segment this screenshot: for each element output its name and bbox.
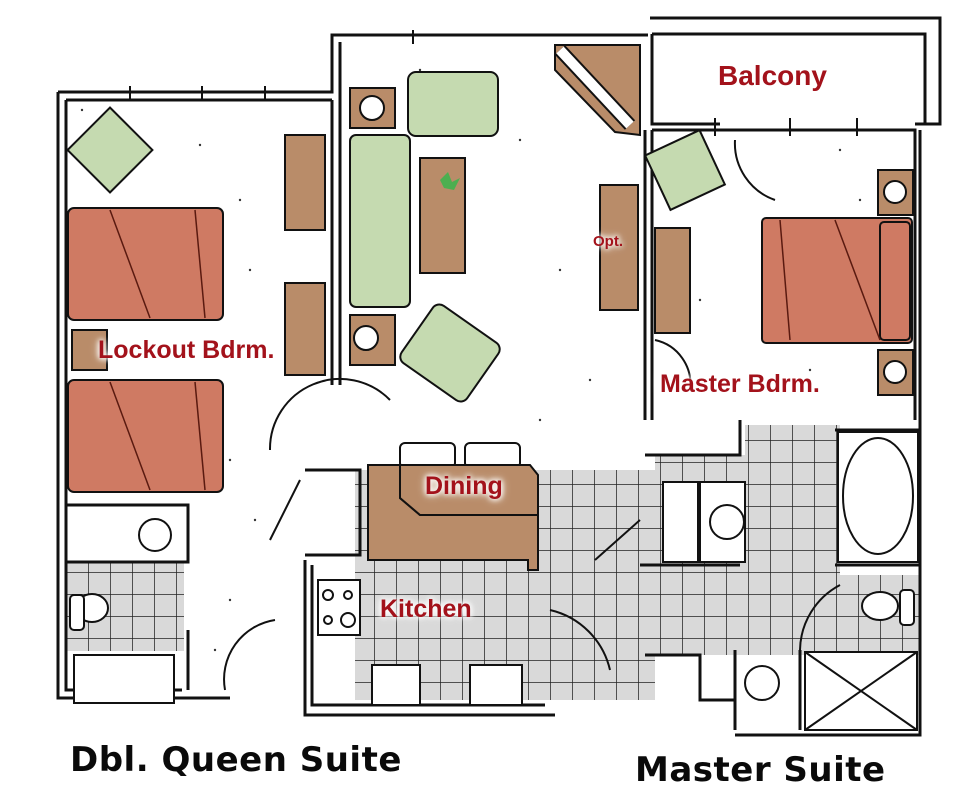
door-swings xyxy=(223,139,841,691)
living-furniture xyxy=(349,44,641,403)
lockout-bedroom-furniture xyxy=(66,106,326,493)
room-label-kitchen: Kitchen xyxy=(380,595,472,623)
master-bedroom-furniture xyxy=(643,128,914,396)
room-label-master-bedroom: Master Bdrm. xyxy=(660,370,820,398)
lockout-bath-fixtures xyxy=(69,518,175,704)
suite-title-master: Master Suite xyxy=(635,750,886,790)
optional-note-label: Opt. xyxy=(593,233,623,250)
room-label-balcony: Balcony xyxy=(718,60,827,91)
suite-title-double-queen: Dbl. Queen Suite xyxy=(70,740,402,780)
walls xyxy=(56,16,942,737)
kitchen-fixtures xyxy=(317,579,523,706)
room-label-lockout-bedroom: Lockout Bdrm. xyxy=(98,336,275,364)
window-marks xyxy=(129,30,858,136)
master-bath-fixtures xyxy=(662,431,919,731)
dining-furniture xyxy=(367,442,539,571)
tiled-floors xyxy=(66,425,920,700)
room-label-dining: Dining xyxy=(425,472,503,500)
